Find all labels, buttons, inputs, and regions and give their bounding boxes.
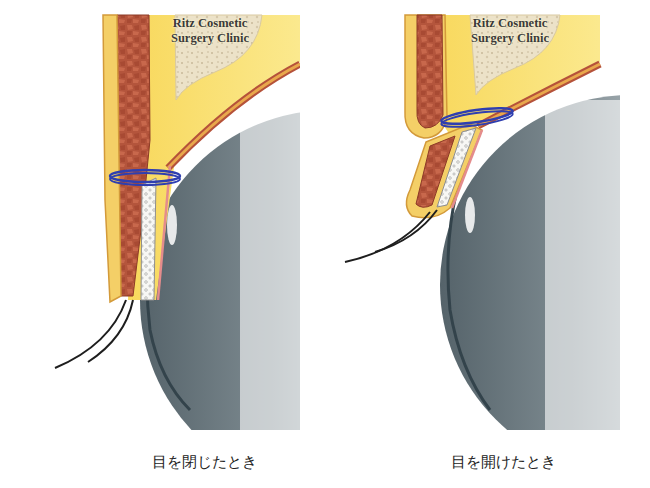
orbital-fat	[430, 15, 600, 135]
suture-loop	[110, 170, 180, 185]
caption: 目を開けたとき	[451, 453, 556, 472]
skin-part	[103, 15, 121, 302]
orbital-fat	[128, 15, 300, 300]
eyelashes-part	[55, 300, 126, 368]
suture-loop	[441, 105, 514, 130]
tarsal-plate	[141, 166, 170, 300]
closed-eye-section	[55, 15, 300, 430]
caption: 目を閉じたとき	[152, 453, 257, 472]
skin	[103, 15, 121, 302]
lower-lid	[406, 124, 482, 218]
watermark: Ritz Cosmetic Surgery Clinic	[462, 16, 558, 46]
eyelashes	[345, 210, 437, 262]
lower-lid-part	[406, 124, 482, 218]
tarsal-plate-part	[141, 178, 156, 300]
eyeball-part	[545, 100, 620, 430]
eyeball-part	[167, 205, 177, 245]
eyelashes-part	[375, 210, 437, 252]
levator-aponeurosis	[478, 64, 600, 126]
suture-loop-part	[110, 173, 180, 185]
orbital-fat-part	[128, 15, 300, 300]
suture-loop-part	[441, 108, 514, 130]
eyelashes	[55, 300, 133, 368]
tarsal-plate-part	[158, 166, 170, 300]
eyeball-part	[465, 197, 475, 233]
levator-aponeurosis-part	[478, 64, 600, 126]
eyelashes-part	[88, 300, 133, 362]
open-eye-section	[345, 15, 620, 430]
levator-aponeurosis-part	[478, 64, 600, 126]
eyeball-part	[240, 100, 300, 430]
levator-aponeurosis-part	[168, 64, 300, 168]
watermark: Ritz Cosmetic Surgery Clinic	[162, 16, 258, 46]
orbital-fat-part	[430, 15, 600, 135]
suture-loop-part	[441, 105, 514, 127]
levator-aponeurosis	[168, 64, 300, 168]
levator-aponeurosis-part	[168, 64, 300, 168]
eyelashes-part	[345, 212, 430, 262]
upper-skin-fold-part	[417, 15, 443, 128]
lower-lid-part	[452, 130, 482, 208]
suture-loop-part	[110, 170, 180, 182]
